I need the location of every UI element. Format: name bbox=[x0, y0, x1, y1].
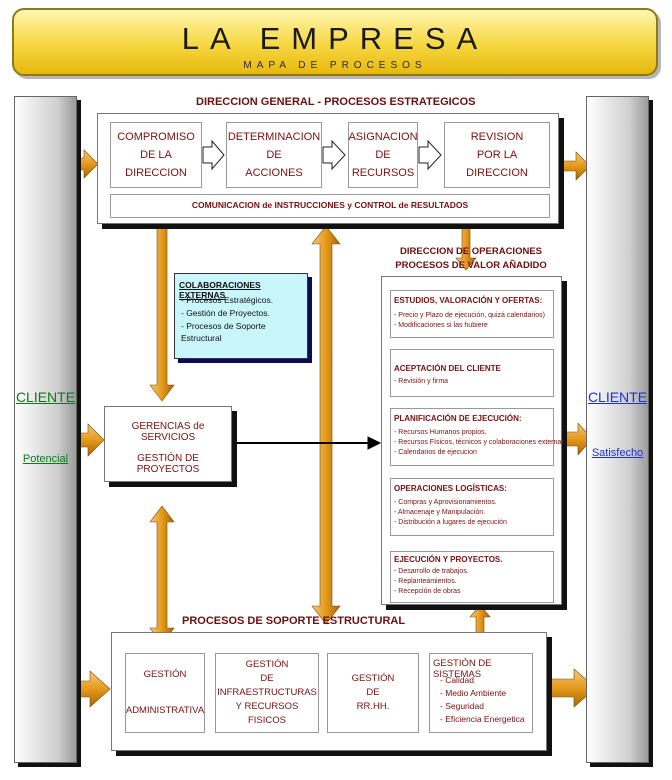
ops-section-aceptacion: ACEPTACIÓN DEL CLIENTE - Revisión y firm… bbox=[390, 349, 554, 397]
operations-panel: ESTUDIOS, VALORACIÓN Y OFERTAS: - Precio… bbox=[381, 276, 567, 605]
gerencias-line1: GERENCIAS de SERVICIOS bbox=[131, 421, 205, 443]
flow-arrow-right-middle bbox=[560, 422, 593, 456]
support-box-sistemas: GESTIÓN DE SISTEMAS - Calidad - Medio Am… bbox=[429, 653, 533, 733]
operations-title-1: DIRECCION DE OPERACIONES bbox=[400, 246, 542, 257]
communication-bar: COMUNICACION de INSTRUCCIONES y CONTROL … bbox=[110, 194, 550, 218]
flow-arrow-right-bottom bbox=[547, 668, 597, 708]
systems-item: - Medio Ambiente bbox=[440, 688, 507, 698]
flow-arrow-right-top bbox=[561, 151, 591, 181]
page-subtitle: MAPA DE PROCESOS bbox=[243, 60, 427, 71]
gerencias-line2: GESTIÓN DE PROYECTOS bbox=[136, 453, 200, 475]
strategic-title: DIRECCION GENERAL - PROCESOS ESTRATEGICO… bbox=[196, 96, 476, 108]
client-potential-subtitle: Potencial bbox=[22, 453, 69, 465]
double-arrow-strategy-support bbox=[311, 225, 341, 625]
ops-section-estudios: ESTUDIOS, VALORACIÓN Y OFERTAS: - Precio… bbox=[390, 290, 554, 338]
client-satisfied-bar: CLIENTE Satisfecho bbox=[586, 96, 649, 763]
systems-title: GESTIÓN DE SISTEMAS bbox=[433, 658, 492, 680]
systems-item: - Seguridad bbox=[440, 701, 484, 711]
client-satisfied-title: CLIENTE bbox=[587, 389, 648, 405]
collab-item: - Procesos de Soporte Estructural bbox=[181, 321, 266, 343]
step-arrows bbox=[202, 139, 442, 171]
collab-item: - Procesos Estratégicos. bbox=[181, 295, 274, 305]
systems-item: - Eficiencia Energetica bbox=[440, 714, 525, 724]
client-potential-title: CLIENTE bbox=[15, 389, 76, 405]
double-arrow-strategy-gerencias bbox=[149, 195, 175, 402]
gerencias-box: GERENCIAS de SERVICIOS GESTIÓN DE PROYEC… bbox=[104, 406, 232, 482]
double-arrow-gerencias-support bbox=[149, 505, 175, 645]
client-potential-bar: CLIENTE Potencial bbox=[14, 96, 77, 763]
systems-item: - Calidad bbox=[440, 675, 475, 685]
operations-title-2: PROCESOS DE VALOR AÑADIDO bbox=[395, 260, 547, 271]
ops-section-logisticas: OPERACIONES LOGÍSTICAS: - Compras y Apro… bbox=[390, 478, 554, 536]
external-collaborations: COLABORACIONES EXTERNAS - Procesos Estra… bbox=[174, 273, 308, 359]
communication-label: COMUNICACION de INSTRUCCIONES y CONTROL … bbox=[191, 200, 469, 210]
client-satisfied-subtitle: Satisfecho bbox=[591, 447, 644, 459]
collab-item: - Gestión de Proyectos. bbox=[181, 308, 270, 318]
collab-title: COLABORACIONES EXTERNAS bbox=[179, 280, 261, 300]
ops-section-ejecucion: EJECUCIÓN Y PROYECTOS. - Desarrollo de t… bbox=[390, 551, 554, 603]
support-title: PROCESOS DE SOPORTE ESTRUCTURAL bbox=[182, 615, 406, 627]
page-title: LA EMPRESA bbox=[181, 21, 489, 56]
black-double-arrow bbox=[222, 436, 382, 450]
title-banner: LA EMPRESA MAPA DE PROCESOS bbox=[12, 8, 658, 76]
ops-section-planificacion: PLANIFICACIÓN DE EJECUCIÓN: - Recursos H… bbox=[390, 408, 567, 466]
